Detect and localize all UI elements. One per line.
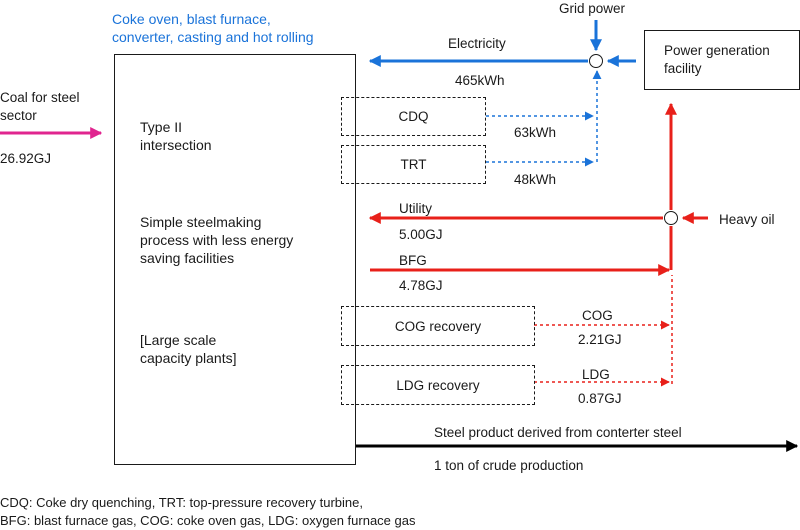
coal-input-label: Coal for steel sector	[0, 90, 80, 123]
footnote-line-2: BFG: blast furnace gas, COG: coke oven g…	[0, 513, 416, 528]
cdq-value: 63kWh	[514, 125, 557, 140]
electricity-value: 465kWh	[455, 73, 505, 88]
ldg-label: LDG	[582, 367, 610, 382]
ldg-box-label: LDG recovery	[396, 377, 480, 393]
cog-recovery-box: COG recovery	[341, 306, 535, 346]
plant-box	[114, 54, 356, 465]
steel-product-value: 1 ton of crude production	[434, 458, 584, 473]
utility-value: 5.00GJ	[399, 227, 443, 242]
ldg-value: 0.87GJ	[578, 391, 622, 406]
ldg-recovery-box: LDG recovery	[341, 365, 535, 405]
coal-input-value: 26.92GJ	[0, 151, 52, 166]
electricity-label: Electricity	[448, 36, 506, 51]
plant-type-label: Type II intersection	[140, 119, 212, 153]
cdq-box-label: CDQ	[398, 109, 429, 124]
process-title: Coke oven, blast furnace, converter, cas…	[112, 11, 314, 45]
bfg-value: 4.78GJ	[399, 278, 443, 293]
cog-value: 2.21GJ	[578, 332, 622, 347]
footnote-line-1: CDQ: Coke dry quenching, TRT: top-pressu…	[0, 495, 363, 510]
grid-power-label: Grid power	[559, 1, 626, 16]
heavy-oil-label: Heavy oil	[719, 212, 775, 227]
steel-product-label: Steel product derived from conterter ste…	[434, 425, 682, 440]
plant-process-label: Simple steelmaking process with less ene…	[140, 214, 294, 266]
trt-value: 48kWh	[514, 172, 557, 187]
trt-box: TRT	[341, 145, 486, 184]
utility-label: Utility	[399, 201, 432, 216]
power-facility-label: Power generation facility	[664, 43, 770, 76]
cdq-box: CDQ	[341, 97, 486, 136]
utility-junction	[664, 211, 678, 225]
plant-capacity-label: [Large scale capacity plants]	[140, 332, 237, 366]
trt-box-label: TRT	[400, 157, 427, 172]
cog-label: COG	[582, 308, 613, 323]
electricity-junction	[589, 54, 603, 68]
bfg-label: BFG	[399, 253, 427, 268]
cog-box-label: COG recovery	[394, 318, 482, 334]
